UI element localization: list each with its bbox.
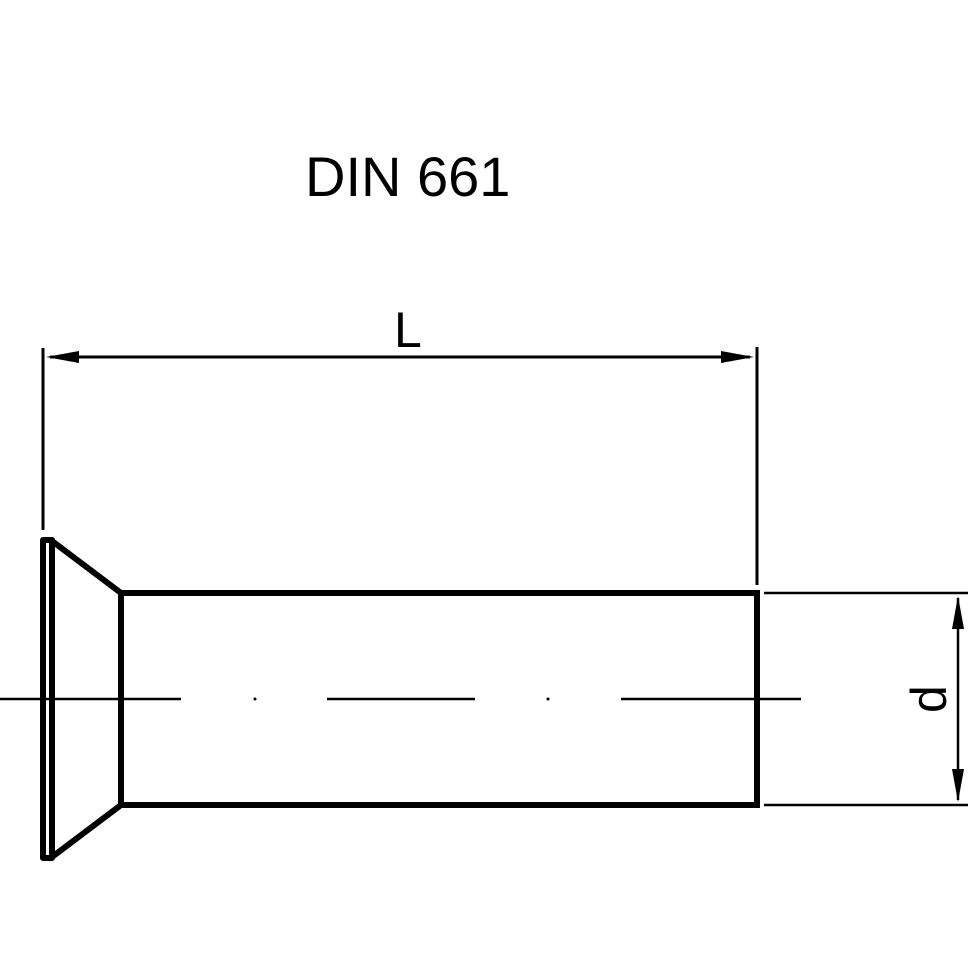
head-chamfer-top bbox=[49, 538, 124, 596]
arrowhead-up-icon bbox=[952, 596, 964, 629]
head-chamfer-bottom bbox=[49, 802, 124, 860]
centerline bbox=[0, 697, 801, 701]
centerline-dot bbox=[253, 697, 257, 701]
diameter-label: d bbox=[901, 685, 957, 713]
arrowhead-right-icon bbox=[721, 351, 754, 363]
length-label: L bbox=[394, 302, 422, 358]
arrowhead-left-icon bbox=[46, 351, 79, 363]
length-dimension: L bbox=[41, 302, 759, 585]
arrowhead-down-icon bbox=[952, 769, 964, 802]
diameter-dimension: d bbox=[764, 591, 968, 807]
centerline-dot bbox=[546, 697, 550, 701]
drawing-title: DIN 661 bbox=[305, 145, 510, 208]
